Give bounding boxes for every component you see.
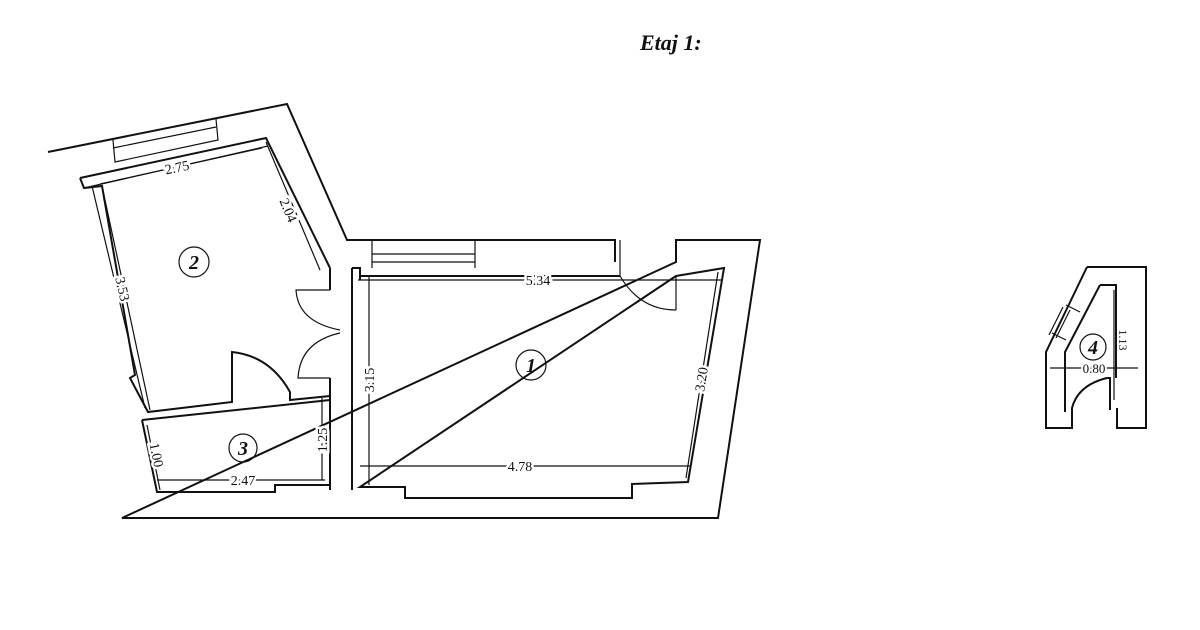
- dimension-label: 3.20: [693, 366, 712, 393]
- dimension-label: 3.53: [111, 276, 131, 303]
- dimension-label: 5.34: [526, 274, 551, 289]
- floor-title: Etaj 1:: [640, 30, 702, 55]
- room-number-circle: [515, 349, 547, 381]
- room-2: 2 2.75 2.04 3.53: [109, 156, 302, 305]
- dimension-label: 1.25: [316, 428, 331, 453]
- door-room-1: [619, 240, 677, 311]
- room-3: 3 1.00 2.47 1.25: [143, 425, 333, 491]
- room-number: 4: [1087, 337, 1098, 359]
- door-room-2: [295, 289, 341, 379]
- room-number: 3: [237, 438, 248, 460]
- dimension-label: 4.78: [508, 460, 533, 475]
- dimension-label: 2.75: [164, 159, 191, 179]
- dimension-label: 2.04: [276, 196, 299, 224]
- window-room-2: [112, 118, 219, 163]
- room-2-walls: [79, 136, 331, 414]
- dimension-label: 1.00: [146, 442, 166, 469]
- room-number: 2: [188, 252, 199, 274]
- room-1-walls: [356, 266, 726, 499]
- dimension-label: 0.80: [1083, 361, 1106, 376]
- room-number: 1: [526, 355, 536, 377]
- window-room-4: [1048, 304, 1081, 341]
- room-1: 1 5.34 3.15 3.20 4.78: [361, 272, 715, 478]
- dimension-label: 1.13: [1116, 330, 1130, 351]
- room-3-walls: [141, 399, 331, 493]
- partition-wall: [329, 267, 361, 490]
- room-4: 4 0.80 1.13: [1079, 330, 1130, 378]
- room-number-circle: [1079, 333, 1107, 361]
- dimension-label: 3.15: [363, 368, 378, 393]
- outer-wall: [47, 102, 762, 519]
- dimension-lines: [91, 141, 1138, 491]
- room-number-circle: [178, 246, 210, 278]
- window-room-1: [371, 240, 476, 268]
- dimension-label: 2.47: [231, 474, 256, 489]
- room-number-circle: [228, 433, 258, 463]
- room-4-walls: [1045, 266, 1147, 429]
